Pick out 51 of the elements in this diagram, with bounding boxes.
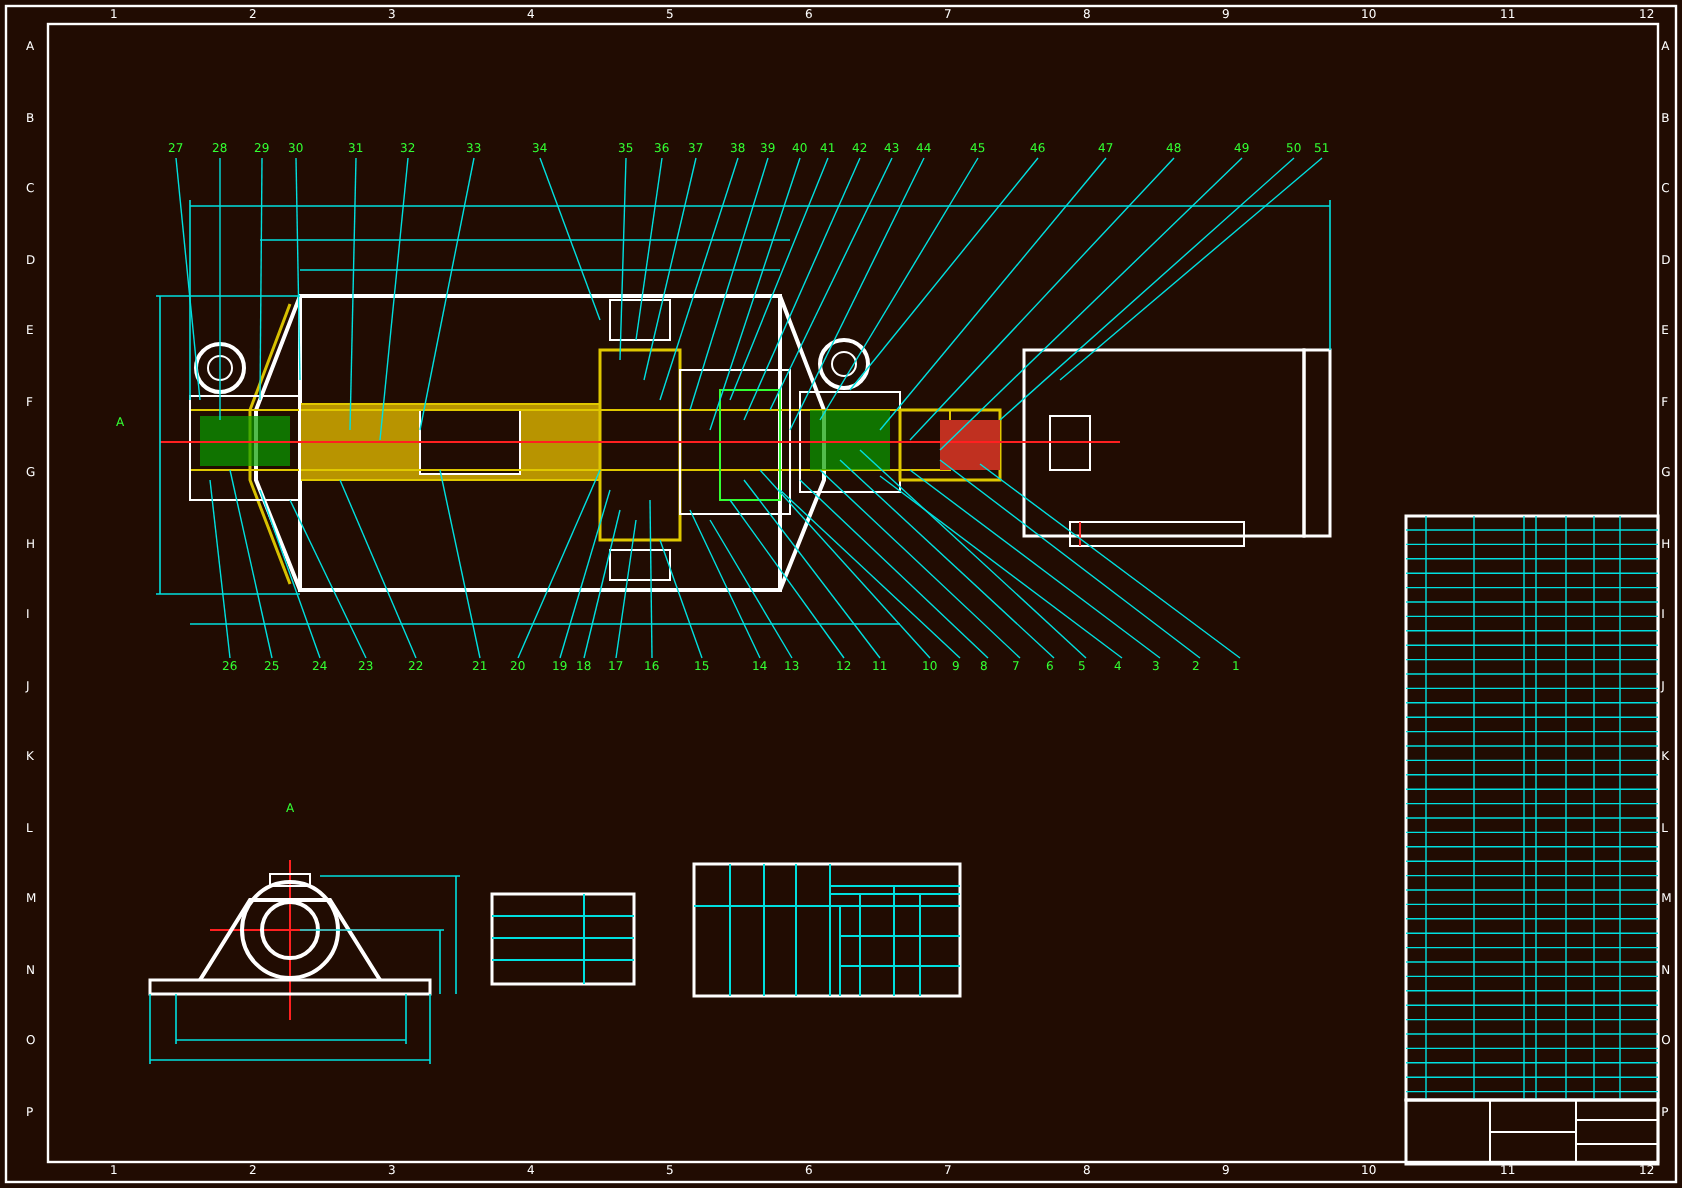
leader-line <box>209 479 231 659</box>
leader-line <box>379 157 409 441</box>
leader-line <box>1059 157 1323 381</box>
leader-line <box>259 157 263 401</box>
leader-line <box>743 157 861 421</box>
leader-line <box>729 157 829 401</box>
leader-line <box>799 479 989 659</box>
leader-line <box>729 499 845 659</box>
leader-line <box>879 157 1107 431</box>
leader-line <box>295 157 301 381</box>
leader-line <box>615 519 637 659</box>
leader-line <box>419 157 475 431</box>
leader-line <box>789 157 925 431</box>
leader-line <box>659 539 703 659</box>
leader-line <box>289 499 367 659</box>
leader-line <box>769 157 893 411</box>
leader-line <box>709 157 801 431</box>
leader-line <box>619 157 627 361</box>
leader-line <box>659 157 739 401</box>
leader-line <box>939 157 1243 451</box>
leader-line <box>259 489 321 659</box>
leader-line <box>819 157 979 421</box>
leader-line <box>909 469 1161 659</box>
leader-line <box>219 157 221 421</box>
leader-line <box>689 509 761 659</box>
leader-line <box>849 157 1039 391</box>
leader-line <box>709 519 793 659</box>
leader-line <box>939 459 1201 659</box>
leader-line <box>909 157 1175 441</box>
leader-line <box>175 157 201 401</box>
leader-line <box>649 499 653 659</box>
leader-line <box>779 489 961 659</box>
leader-line <box>879 475 1123 659</box>
leader-line <box>979 463 1241 659</box>
leader-line <box>339 479 417 659</box>
leader-line <box>689 157 769 411</box>
leader-line <box>819 469 1021 659</box>
leader-line <box>559 489 611 659</box>
leader-line <box>539 157 601 321</box>
leader-line <box>349 157 357 431</box>
leader-line <box>643 157 697 381</box>
leader-line <box>839 459 1055 659</box>
leader-line <box>583 509 621 659</box>
leader-line <box>517 469 601 659</box>
leader-line <box>859 449 1087 659</box>
leader-line <box>635 157 663 341</box>
leader-line <box>229 469 273 659</box>
leader-line <box>439 469 481 659</box>
leader-line <box>759 469 931 659</box>
leader-line <box>999 157 1295 421</box>
leader-line <box>743 479 881 659</box>
